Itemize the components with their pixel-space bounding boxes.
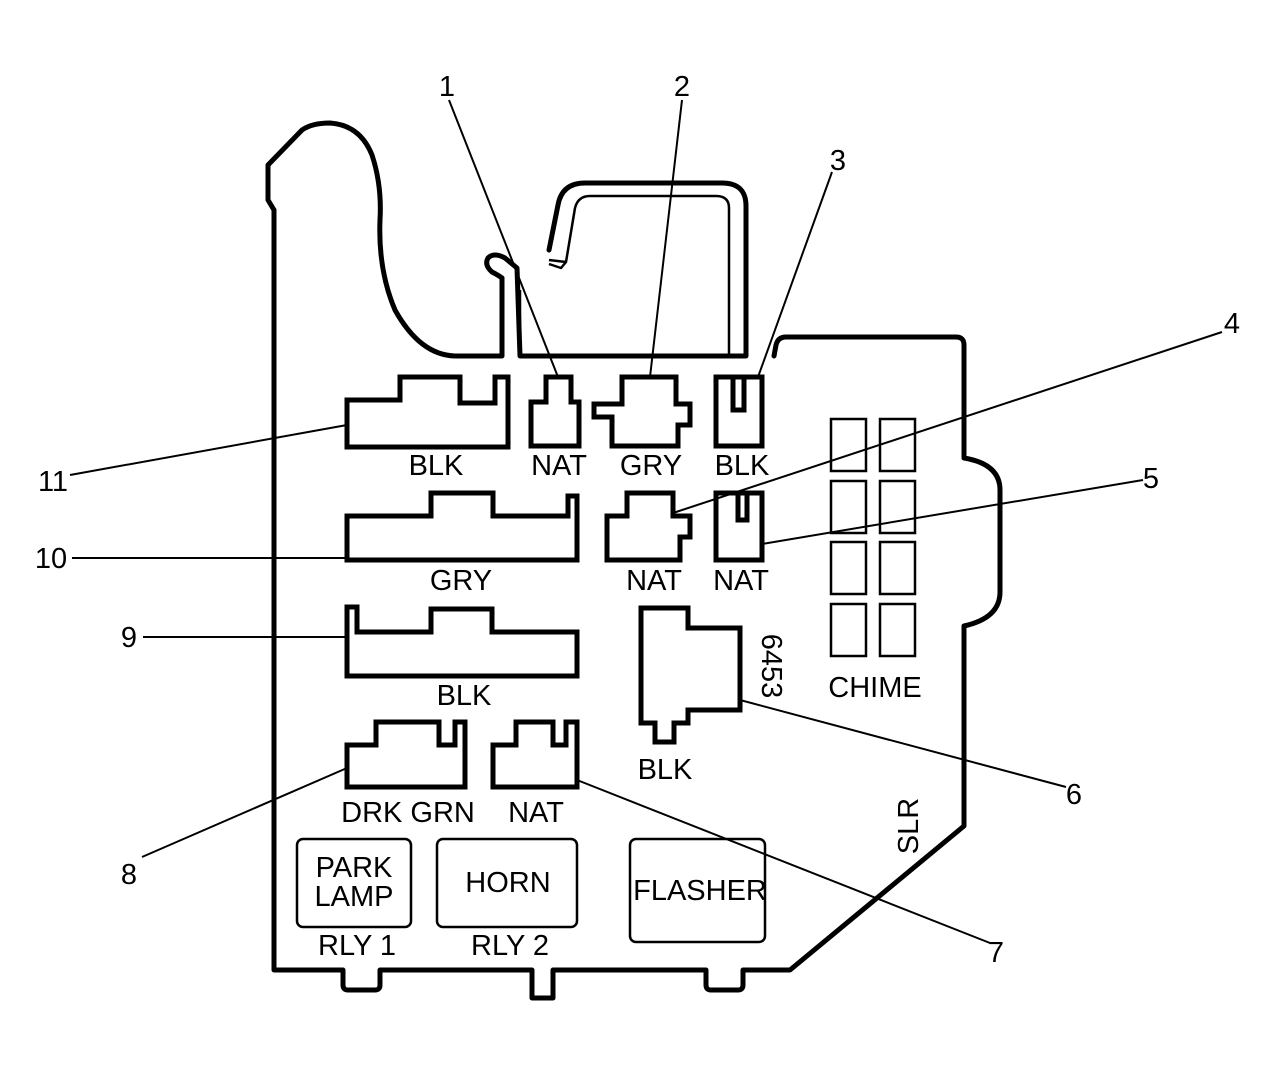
relay-2-caption: RLY 2 bbox=[471, 930, 549, 962]
connector-2-color: GRY bbox=[620, 450, 682, 482]
relay-horn bbox=[435, 837, 579, 929]
connector-11 bbox=[344, 374, 511, 450]
callout-8: 8 bbox=[121, 859, 137, 891]
leader-lines bbox=[69, 99, 1223, 944]
connector-7-color: NAT bbox=[508, 797, 564, 829]
connector-11-color: BLK bbox=[409, 450, 464, 482]
callout-2: 2 bbox=[674, 71, 690, 103]
relay-park-lamp-label-line1: PARK bbox=[316, 852, 393, 884]
callout-11: 11 bbox=[38, 466, 68, 498]
callout-3: 3 bbox=[830, 145, 846, 177]
connector-6 bbox=[638, 605, 743, 745]
chime-label: CHIME bbox=[828, 672, 921, 704]
callout-4: 4 bbox=[1224, 308, 1240, 340]
connector-3-color: BLK bbox=[715, 450, 770, 482]
relay-park-lamp bbox=[295, 837, 413, 929]
relay-park-lamp-label-line2: LAMP bbox=[315, 881, 394, 913]
relay-1-caption: RLY 1 bbox=[318, 930, 396, 962]
callout-9: 9 bbox=[121, 622, 137, 654]
connector-4-color: NAT bbox=[626, 565, 682, 597]
connector-10-color: GRY bbox=[430, 565, 492, 597]
callout-6: 6 bbox=[1066, 779, 1082, 811]
connector-9-color: BLK bbox=[437, 680, 492, 712]
callout-7: 7 bbox=[988, 937, 1004, 969]
relay-horn-label: HORN bbox=[465, 867, 550, 899]
callout-5: 5 bbox=[1143, 463, 1159, 495]
relay-flasher-label: FLASHER bbox=[633, 875, 767, 907]
relay-flasher bbox=[628, 837, 767, 944]
callout-1: 1 bbox=[439, 71, 455, 103]
connector-8-color: DRK GRN bbox=[341, 797, 475, 829]
connector-7 bbox=[490, 719, 580, 790]
connector-1-color: NAT bbox=[531, 450, 587, 482]
chime-module bbox=[829, 417, 917, 658]
slr-label: SLR bbox=[893, 798, 925, 854]
callout-10: 10 bbox=[35, 543, 67, 575]
connector-10 bbox=[344, 490, 580, 563]
housing-outline bbox=[265, 120, 1003, 1001]
connector-5-color: NAT bbox=[713, 565, 769, 597]
connector-4 bbox=[604, 490, 693, 563]
connector-8 bbox=[344, 719, 468, 790]
connector-6-color: BLK bbox=[638, 754, 693, 786]
connector-1 bbox=[528, 374, 582, 449]
connector-2 bbox=[591, 374, 693, 449]
connector-9 bbox=[344, 604, 580, 679]
connector-6-part-number: 6453 bbox=[755, 634, 787, 699]
